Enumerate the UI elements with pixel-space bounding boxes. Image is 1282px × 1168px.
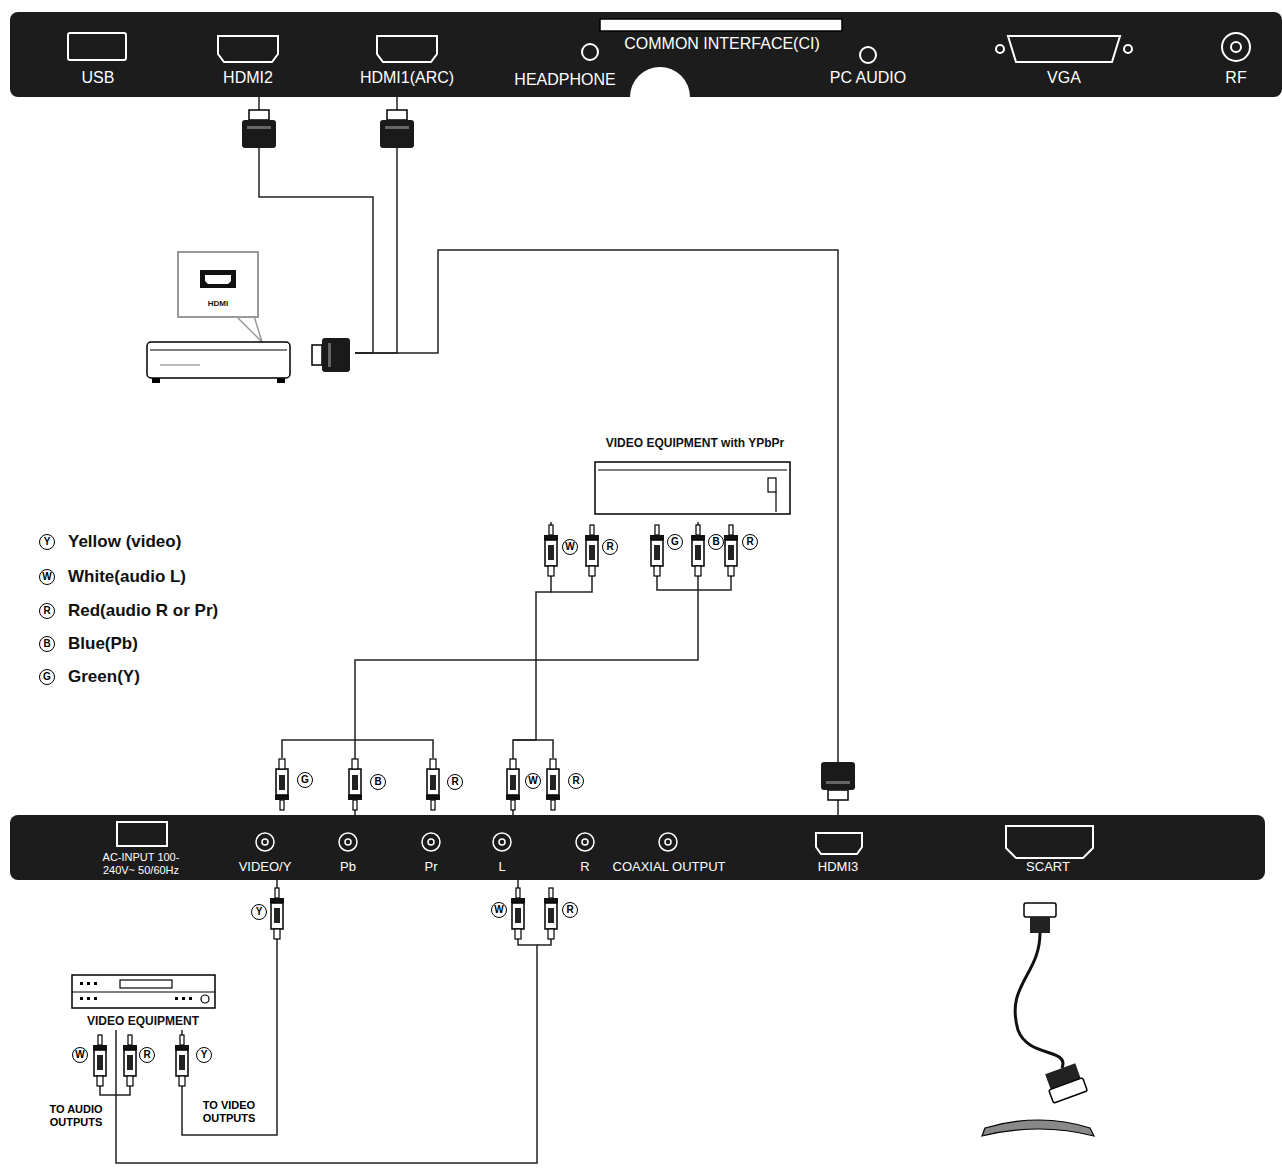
color-code-marker: R [568,773,584,789]
color-code-marker: B [708,534,724,550]
port-label: USB [82,69,115,87]
legend-entry: White(audio L) [68,567,186,587]
color-code-marker: R [139,1047,155,1063]
port-label: AC-INPUT 100-240V~ 50/60Hz [89,851,193,877]
color-code-marker: B [370,774,386,790]
port-label: VIDEO/Y [239,859,292,874]
output-note: TO AUDIO OUTPUTS [41,1103,111,1129]
port-label: L [498,859,505,874]
port-label: VIDEO EQUIPMENT [87,1014,199,1028]
cable [355,250,838,815]
color-code-marker: R [562,902,578,918]
ypbpr-device [595,462,790,514]
color-code-marker: W [562,539,578,555]
port-label: HDMI3 [818,859,858,874]
port-label: HEADPHONE [514,71,615,89]
port-label: HDMI [208,299,228,308]
scart-cable [982,903,1094,1136]
tv-rear-panel-bottom: AC-INPUT 100-240V~ 50/60Hz VIDEO/Y Pb Pr L R C… [10,815,1265,880]
video-device: VIDEO EQUIPMENT [65,970,222,1030]
cable [259,97,373,353]
color-code-marker: G [667,534,683,550]
legend-entry: Yellow (video) [68,532,181,552]
hdmi-plug [242,110,855,800]
color-code-marker: W [39,569,55,585]
port-label: VIDEO EQUIPMENT with YPbPr [606,436,784,450]
tv-bottom-panel [10,815,1265,880]
color-code-marker: R [602,539,618,555]
port-label: COMMON INTERFACE(CI) [624,35,820,53]
legend-entry: Red(audio R or Pr) [68,601,218,621]
port-label: PC AUDIO [830,69,906,87]
cable [355,522,698,815]
legend-entry: Green(Y) [68,667,140,687]
output-note: TO VIDEO OUTPUTS [192,1099,266,1125]
color-code-marker: R [447,774,463,790]
color-code-marker: G [39,669,55,685]
port-label: Pr [425,859,438,874]
vcr-device [72,975,215,1008]
color-code-marker: B [39,636,55,652]
port-label: RF [1225,69,1246,87]
legend-entry: Blue(Pb) [68,634,138,654]
color-code-marker: Y [251,904,267,920]
port-label: SCART [1026,859,1070,874]
port-label: COAXIAL OUTPUT [613,859,726,874]
port-label: HDMI2 [223,69,273,87]
tv-rear-panel-top: USB HDMI2 HDMI1(ARC) HEADPHONE COMMON INTERF… [10,12,1282,97]
port-label: HDMI1(ARC) [360,69,454,87]
hdmi-device: HDMI [145,248,355,384]
port-label: R [580,859,589,874]
port-label: VGA [1047,69,1081,87]
ypbpr-device: VIDEO EQUIPMENT with YPbPr [540,432,800,522]
color-code-marker: Y [196,1047,212,1063]
color-code-marker: W [72,1047,88,1063]
color-code-marker: R [39,603,55,619]
color-code-marker: R [742,534,758,550]
port-label: Pb [340,859,356,874]
color-code-marker: G [297,772,313,788]
color-code-marker: W [491,902,507,918]
color-code-marker: W [525,773,541,789]
hdmi-device [147,252,290,383]
color-code-marker: Y [39,534,55,550]
tv-top-panel [10,12,1282,127]
